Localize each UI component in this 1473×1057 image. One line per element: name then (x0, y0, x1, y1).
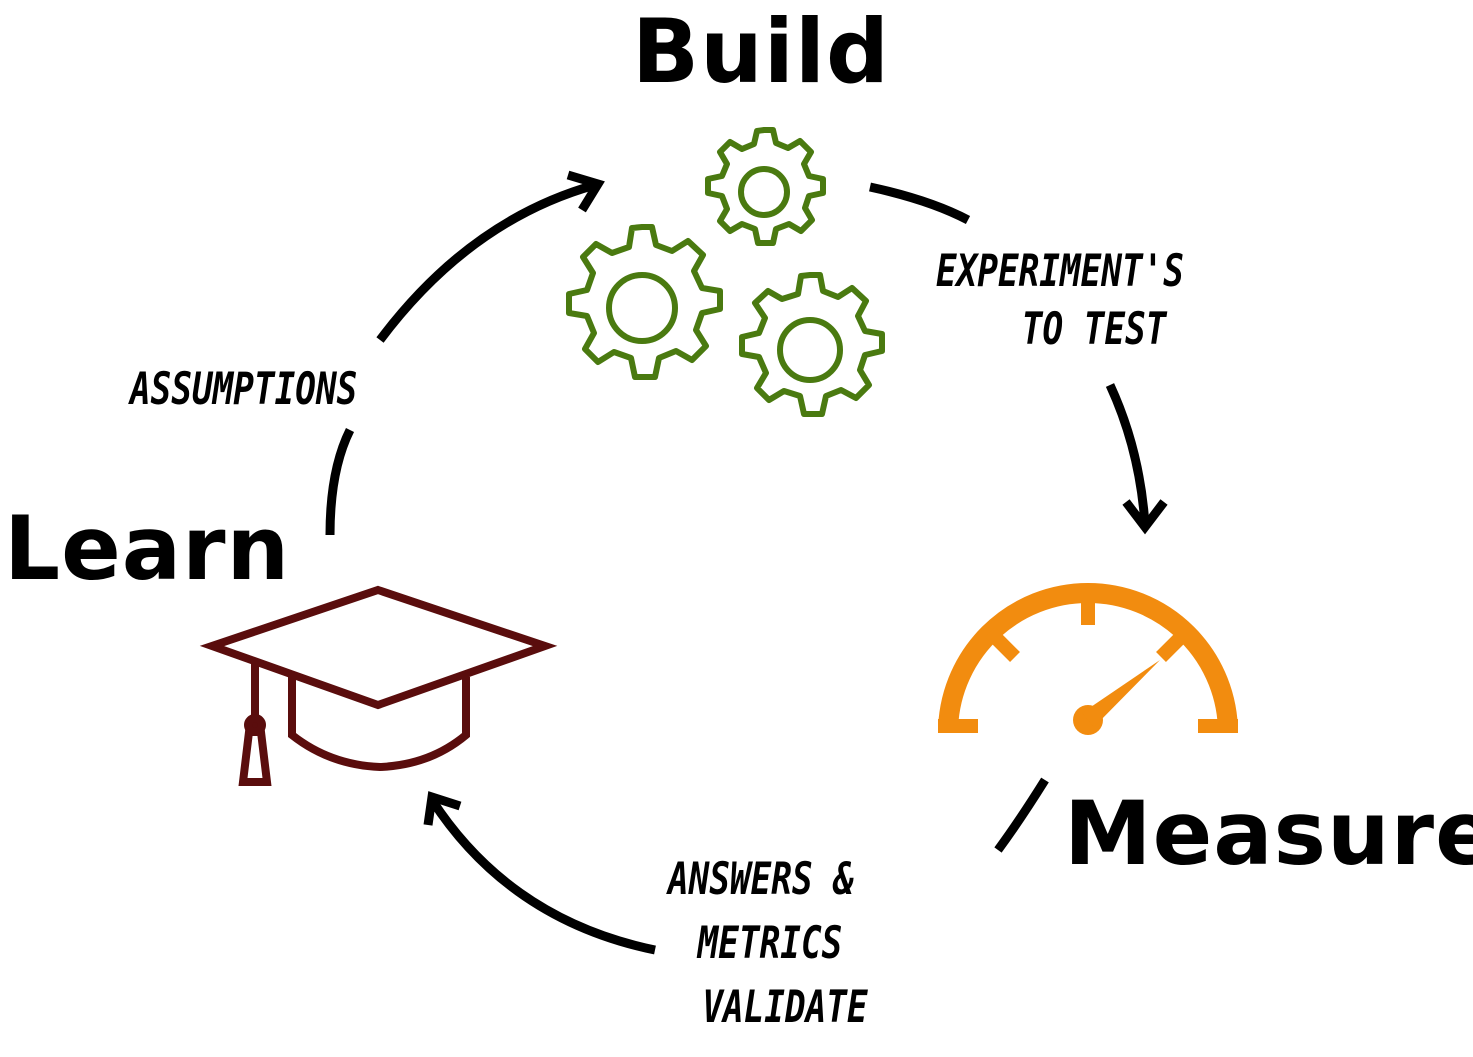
label-answers: ANSWERS & METRICS VALIDATE (668, 848, 868, 1039)
graduation-cap-icon (199, 585, 558, 786)
arrow-measure-to-answers (994, 777, 1049, 853)
cap-board (199, 585, 558, 710)
arrow-answers-to-learn (428, 797, 656, 955)
cycle-arrows (325, 170, 1168, 955)
label-assumptions: ASSUMPTIONS (130, 364, 358, 415)
cap-crown (288, 677, 470, 772)
gauge-tick-left (985, 627, 1020, 662)
stage-title-measure: Measure (1064, 782, 1473, 885)
gears-icon (566, 127, 885, 417)
arrow-assumptions-to-build (376, 180, 597, 343)
speedometer-icon (938, 583, 1238, 735)
label-answers-line-2: METRICS (697, 917, 843, 969)
gear-top-hole (738, 166, 790, 218)
gauge-needle (1082, 660, 1160, 727)
arrowhead-learn (423, 791, 462, 826)
cap-tassel (238, 728, 272, 786)
gear-top (705, 127, 826, 246)
arrow-build-to-experiments (869, 182, 971, 224)
gear-large-hole (606, 272, 678, 344)
gear-large (566, 224, 723, 380)
arrowhead-measure (1122, 499, 1168, 535)
arrow-learn-to-build (325, 427, 355, 536)
stage-title-build: Build (632, 0, 891, 103)
label-experiments: EXPERIMENT'S TO TEST (936, 250, 1184, 352)
label-answers-line-3: VALIDATE (702, 981, 868, 1033)
gauge-tick-right (1156, 627, 1191, 662)
label-experiments-line-1: EXPERIMENT'S (936, 246, 1184, 297)
gear-small (739, 272, 885, 417)
label-experiments-line-2: TO TEST (1021, 304, 1167, 355)
arrowhead-build (566, 170, 605, 213)
stage-title-learn: Learn (4, 497, 291, 600)
arrow-experiments-to-measure (1105, 383, 1150, 526)
label-answers-line-1: ANSWERS & (668, 854, 854, 905)
gear-small-hole (777, 317, 843, 383)
